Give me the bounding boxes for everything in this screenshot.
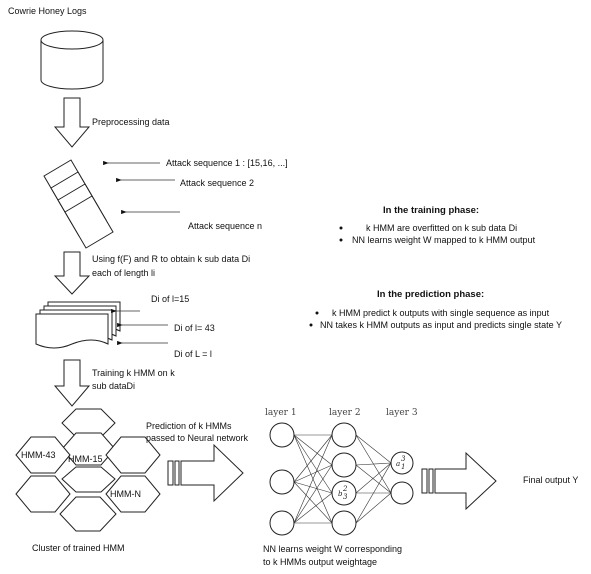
nn-connection-line: [293, 434, 333, 483]
nn-l1-n3: [269, 510, 295, 536]
hmm-43-label: HMM-43: [21, 450, 56, 460]
layer-1-label: layer 1: [265, 408, 297, 418]
nn-caption-line1: NN learns weight W corresponding: [263, 544, 402, 554]
prediction-bullet-2: [309, 323, 313, 327]
hmm-cluster: [15, 408, 161, 532]
attack-sequence-stack: [43, 159, 114, 249]
node-label-b: b 2 3: [338, 485, 348, 501]
nn-l3-n2: [390, 481, 414, 505]
b-sub: 3: [343, 493, 348, 501]
di-l43: Di of l= 43: [174, 323, 215, 333]
title: Cowrie Honey Logs: [8, 6, 87, 16]
nn-l1-n1: [269, 422, 295, 448]
nn-l1-n2: [269, 469, 295, 495]
nn-l2-n4: [331, 510, 357, 536]
database-icon: [40, 30, 104, 90]
a-sub: 1: [401, 463, 405, 471]
hmm-n-label: HMM-N: [110, 489, 141, 499]
nn-l2-n2: [331, 452, 357, 478]
nn-connection-line: [293, 464, 333, 483]
nn-connection-line: [293, 481, 333, 524]
training-bullet-1: [339, 226, 343, 230]
nn-connection-line: [355, 462, 392, 494]
a-base: a: [396, 460, 400, 468]
training-bullet-2: [339, 238, 343, 242]
nn-connection-line: [293, 434, 333, 494]
attack-seq-1: Attack sequence 1 : [15,16, ...]: [166, 158, 288, 168]
nn-connection-line: [355, 434, 392, 464]
down-arrow-2: [53, 251, 91, 295]
training-step-line2: sub dataDi: [92, 381, 135, 391]
block-arrow-to-nn: [167, 443, 244, 503]
hex-right: [105, 436, 161, 474]
hmm-cluster-caption: Cluster of trained HMM: [32, 543, 125, 553]
attack-seq-2: Attack sequence 2: [180, 178, 254, 188]
down-arrow-3: [53, 359, 91, 407]
nn-connection-line: [293, 464, 333, 524]
subdata-line2: each of length li: [92, 268, 155, 278]
nn-connection-line: [293, 434, 333, 524]
hex-center: [61, 466, 116, 493]
prediction-phase-b1: k HMM predict k outputs with single sequ…: [332, 308, 550, 318]
nn-connection-line: [293, 481, 333, 494]
training-phase-b2: NN learns weight W mapped to k HMM outpu…: [352, 235, 536, 245]
nn-connection-line: [355, 462, 392, 524]
nn-nodes: [269, 422, 414, 536]
di-lL: Di of L = l: [174, 349, 212, 359]
final-output: Final output Y: [523, 475, 578, 485]
di-l15: Di of l=15: [151, 294, 189, 304]
a-sup: 3: [401, 455, 406, 463]
training-phase-title: In the training phase:: [383, 205, 479, 216]
nn-connection-line: [355, 492, 392, 524]
prediction-phase-b2: NN takes k HMM outputs as input and pred…: [320, 320, 562, 330]
prediction-passed-line2: passed to Neural network: [146, 433, 249, 443]
hex-hmm43: [15, 436, 71, 474]
layer-3-label: layer 3: [386, 408, 418, 418]
hex-left-lower: [15, 475, 71, 513]
nn-caption-line2: to k HMMs output weightage: [263, 557, 377, 567]
nn-connection-line: [355, 464, 392, 494]
training-step-line1: Training k HMM on k: [92, 368, 175, 378]
nn-l2-n1: [331, 422, 357, 448]
b-sup: 2: [342, 485, 348, 493]
training-phase-b1: k HMM are overfitted on k sub data Di: [366, 223, 517, 233]
subdata-line1: Using f(F) and R to obtain k sub data Di: [92, 254, 250, 264]
hmm-15-label: HMM-15: [68, 454, 103, 464]
nn-l3-n1: [390, 451, 414, 475]
hex-hmmN: [105, 475, 161, 513]
nn-connection-line: [355, 462, 392, 466]
prediction-passed-line1: Prediction of k HMMs: [146, 421, 232, 431]
nn-l2-n3: [331, 480, 357, 506]
nn-connections: [293, 434, 392, 524]
b-base: b: [338, 490, 343, 498]
prediction-phase-title: In the prediction phase:: [377, 289, 484, 300]
hex-bottom: [59, 496, 117, 532]
node-label-a: a 3 1: [396, 455, 406, 471]
step-preprocess: Preprocessing data: [92, 117, 170, 127]
down-arrow-1: [53, 97, 91, 148]
subdata-documents-icon: [35, 301, 121, 349]
nn-connection-line: [293, 492, 333, 524]
block-arrow-to-output: [421, 451, 497, 511]
attack-seq-n: Attack sequence n: [188, 221, 262, 231]
layer-2-label: layer 2: [329, 408, 361, 418]
nn-connection-line: [293, 434, 333, 466]
prediction-bullet-1: [315, 311, 319, 315]
